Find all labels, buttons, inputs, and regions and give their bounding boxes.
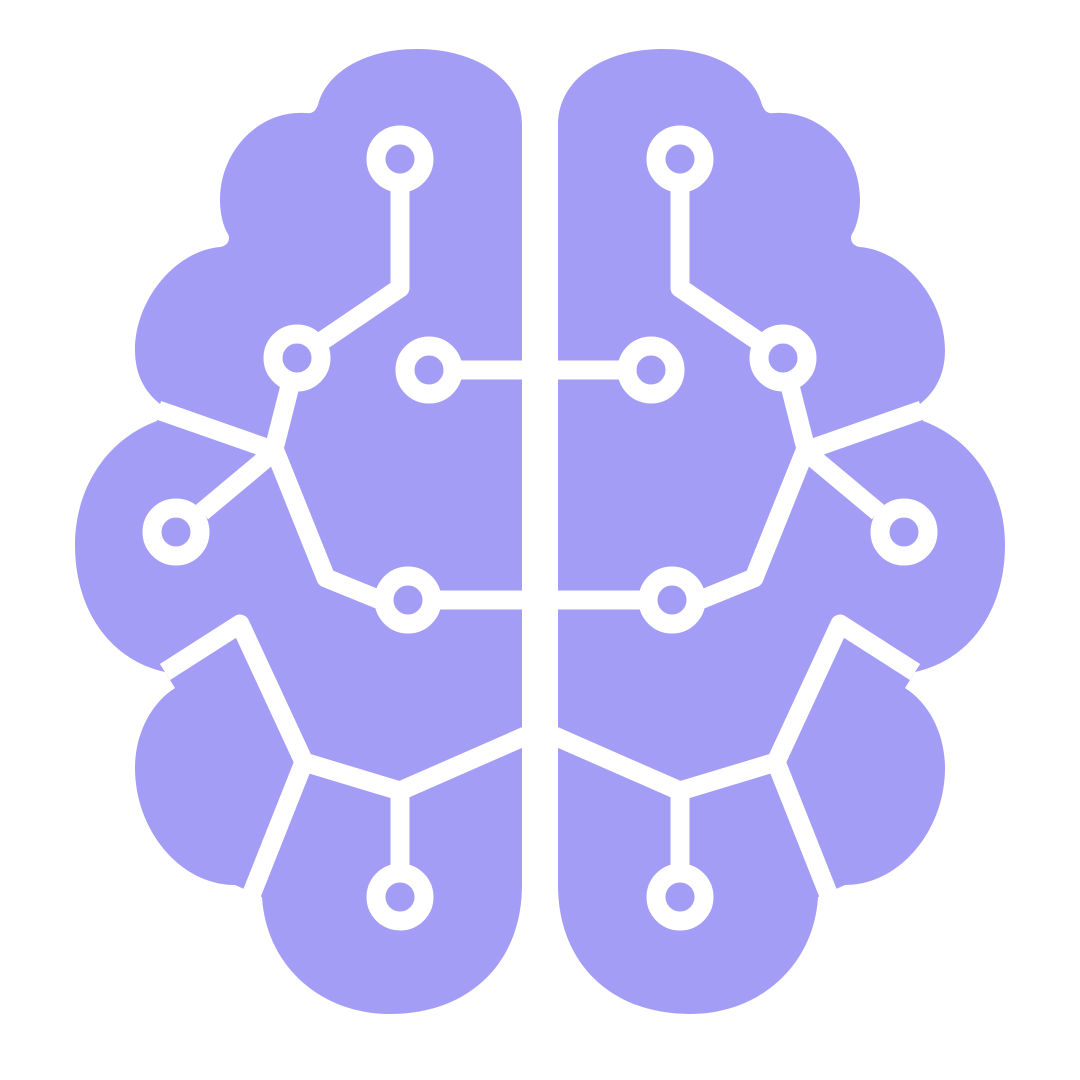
circuit-trace: [670, 185, 764, 349]
circuit-node: [870, 498, 938, 566]
circuit-trace: [696, 401, 926, 609]
circuit-trace: [195, 443, 282, 520]
circuit-node: [263, 324, 331, 392]
circuit-left: [142, 125, 534, 931]
circuit-trace: [154, 401, 384, 609]
circuit-node: [374, 566, 442, 634]
circuit-node: [638, 566, 706, 634]
circuit-node: [617, 336, 685, 404]
circuit-trace: [243, 758, 313, 897]
circuit-trace: [767, 758, 837, 897]
circuit-node: [395, 336, 463, 404]
circuit-node: [366, 125, 434, 193]
circuit-right: [546, 125, 938, 931]
circuit-trace: [316, 185, 410, 349]
circuit-node: [646, 125, 714, 193]
circuit-node: [366, 863, 434, 931]
circuit-node: [749, 324, 817, 392]
circuit-node: [646, 863, 714, 931]
circuit-node: [142, 498, 210, 566]
circuit-trace: [798, 443, 885, 520]
